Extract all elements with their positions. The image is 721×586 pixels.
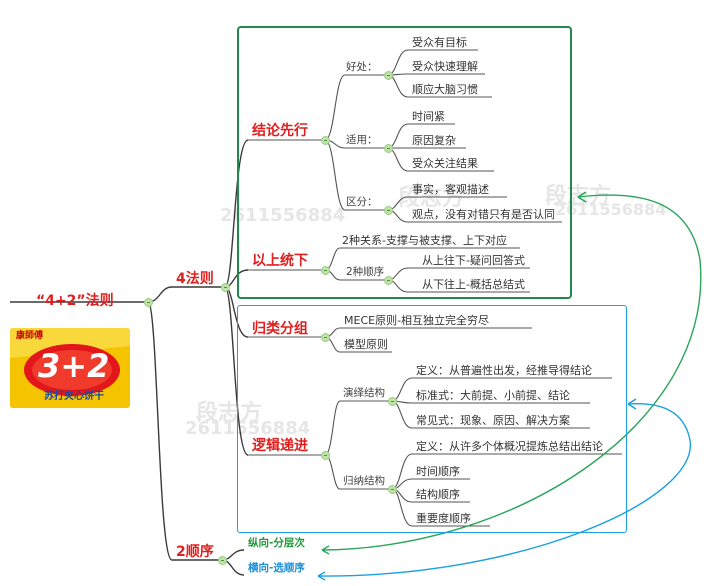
label-applicable[interactable]: 适用： (346, 134, 378, 146)
brand-text: 康師傅 (16, 331, 44, 341)
leaf-order[interactable]: 从下往上-概括总结式 (422, 278, 525, 291)
label-deductive[interactable]: 演绎结构 (343, 387, 385, 399)
collapse-toggle-icon[interactable] (321, 266, 330, 275)
label-distinguish[interactable]: 区分： (346, 196, 378, 208)
collapse-toggle-icon[interactable] (384, 71, 393, 80)
collapse-toggle-icon[interactable] (321, 136, 330, 145)
collapse-toggle-icon[interactable] (321, 451, 330, 460)
leaf-grouping[interactable]: MECE原则-相互独立完全穷尽 (344, 314, 490, 327)
leaf-applicable[interactable]: 受众关注结果 (412, 157, 478, 170)
collapse-toggle-icon[interactable] (144, 298, 153, 307)
collapse-toggle-icon[interactable] (384, 276, 393, 285)
collapse-toggle-icon[interactable] (221, 283, 230, 292)
watermark: 2611556884 (185, 418, 311, 439)
node-conclusion-first[interactable]: 结论先行 (252, 123, 308, 139)
collapse-toggle-icon[interactable] (384, 206, 393, 215)
leaf-inductive[interactable]: 时间顺序 (416, 465, 460, 478)
root-title[interactable]: “4+2”法则 (36, 293, 114, 309)
product-image: 康師傅 3+2 苏打夹心饼干 (10, 328, 130, 408)
collapse-toggle-icon[interactable] (388, 485, 397, 494)
watermark: 段志方 (196, 401, 263, 426)
branch-two-orders[interactable]: 2顺序 (176, 544, 214, 560)
leaf-benefit[interactable]: 受众有目标 (412, 36, 467, 49)
collapse-toggle-icon[interactable] (388, 397, 397, 406)
label-inductive[interactable]: 归纳结构 (343, 475, 385, 487)
sub-text: 苏打夹心饼干 (44, 391, 104, 402)
node-logic[interactable]: 逻辑递进 (252, 438, 308, 454)
branch-four-rules[interactable]: 4法则 (176, 271, 214, 287)
leaf-deductive[interactable]: 定义：从普遍性出发，经推导得结论 (416, 364, 592, 377)
leaf-distinguish[interactable]: 观点，没有对错只有是否认同 (412, 208, 555, 221)
leaf-order[interactable]: 从上往下-疑问回答式 (422, 254, 525, 267)
node-top-down[interactable]: 以上统下 (252, 253, 308, 269)
watermark: 段志方 (398, 186, 465, 211)
leaf-deductive[interactable]: 标准式：大前提、小前提、结论 (416, 389, 570, 402)
leaf-grouping[interactable]: 模型原则 (344, 338, 388, 351)
node-grouping[interactable]: 归类分组 (252, 321, 308, 337)
collapse-toggle-icon[interactable] (384, 144, 393, 153)
leaf-benefit[interactable]: 顺应大脑习惯 (412, 83, 478, 96)
leaf-benefit[interactable]: 受众快速理解 (412, 60, 478, 73)
leaf-relations[interactable]: 2种关系-支撑与被支撑、上下对应 (342, 234, 507, 247)
leaf-inductive[interactable]: 结构顺序 (416, 488, 460, 501)
leaf-inductive[interactable]: 重要度顺序 (416, 512, 471, 525)
collapse-toggle-icon[interactable] (321, 333, 330, 342)
leaf-applicable[interactable]: 时间紧 (412, 110, 445, 123)
label-benefits[interactable]: 好处： (346, 61, 378, 73)
four-rules-top-box (237, 26, 572, 299)
collapse-toggle-icon[interactable] (218, 556, 227, 565)
four-rules-bottom-box (237, 305, 627, 533)
leaf-deductive[interactable]: 常见式：现象、原因、解决方案 (416, 414, 570, 427)
leaf-inductive[interactable]: 定义：从许多个体概况提炼总结出结论 (416, 440, 603, 453)
leaf-applicable[interactable]: 原因复杂 (412, 134, 456, 147)
label-orders[interactable]: 2种顺序 (346, 266, 385, 278)
leaf-horizontal[interactable]: 横向-选顺序 (248, 562, 305, 574)
leaf-vertical[interactable]: 纵向-分层次 (248, 537, 305, 549)
watermark: 2611556884 (220, 205, 346, 226)
watermark: 2611556884 (555, 200, 667, 219)
big-number-text: 3+2 (38, 347, 110, 385)
leaf-distinguish[interactable]: 事实，客观描述 (412, 183, 489, 196)
